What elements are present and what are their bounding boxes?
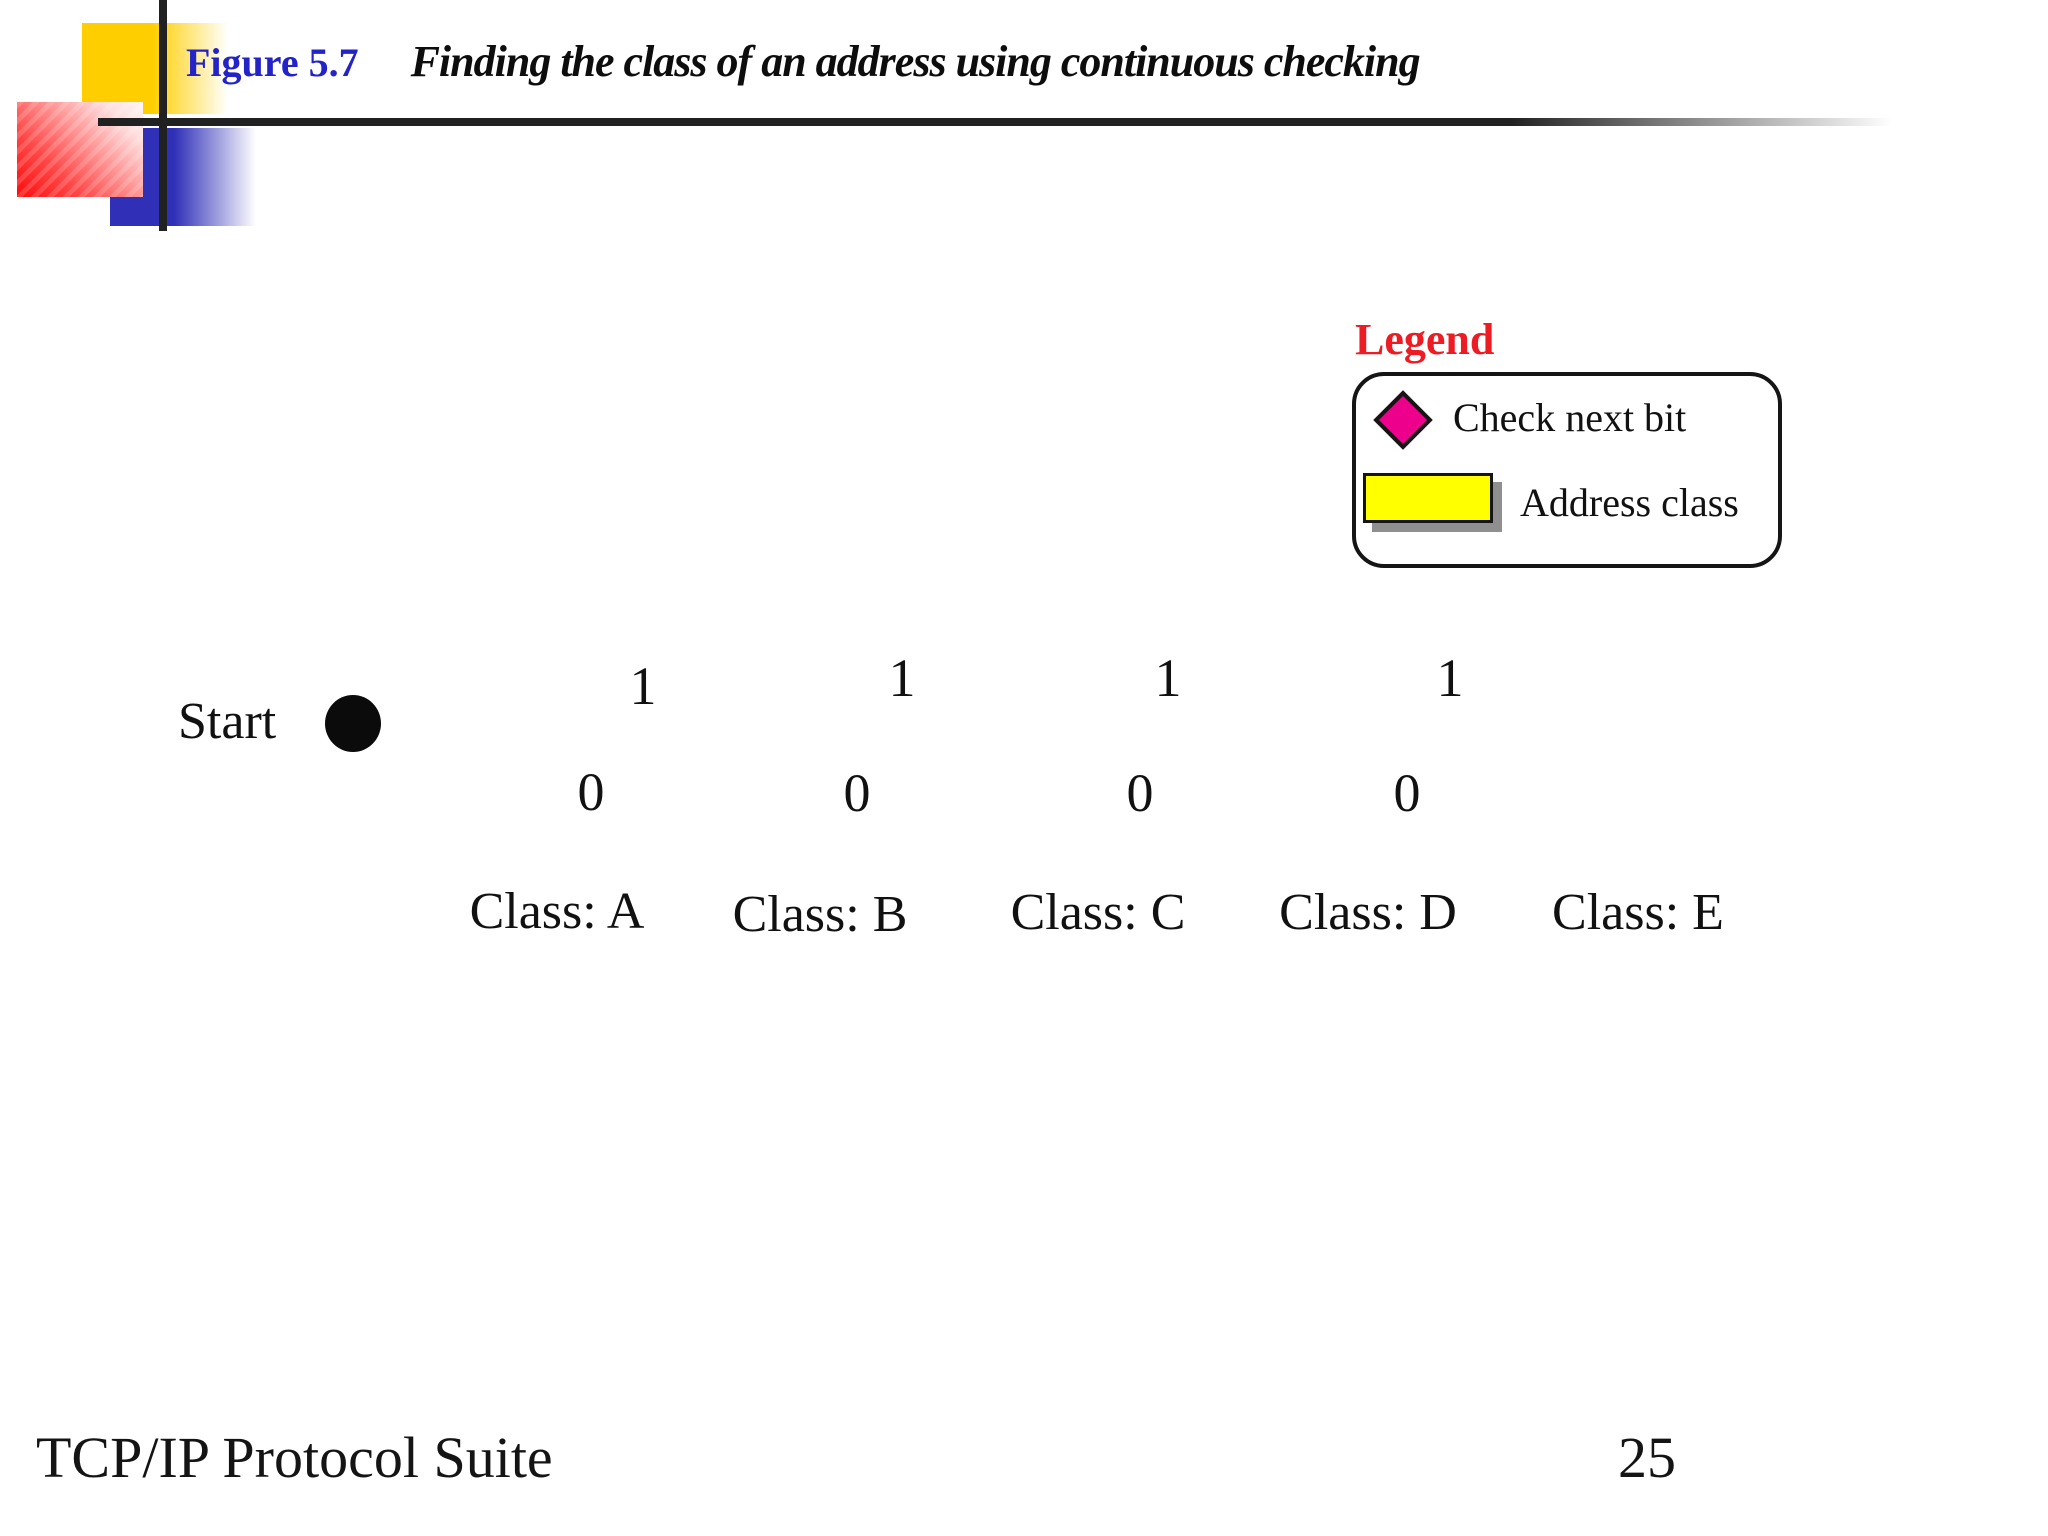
footer-book-title: TCP/IP Protocol Suite bbox=[36, 1425, 553, 1490]
legend-box: Check next bit Address class bbox=[1352, 372, 1782, 568]
bit-value-zero: 0 bbox=[577, 762, 605, 822]
check-next-bit-diamond-icon bbox=[1373, 390, 1433, 450]
header-rule-vertical bbox=[159, 0, 167, 231]
bit-value-one: 1 bbox=[629, 656, 657, 716]
header-rule-horizontal bbox=[98, 118, 1910, 126]
figure-number: Figure 5.7 bbox=[186, 40, 359, 85]
decor-red-square bbox=[17, 102, 143, 197]
class-label-c: Class: C bbox=[1010, 884, 1186, 941]
address-class-rectangle-icon bbox=[1363, 473, 1493, 523]
start-dot bbox=[325, 695, 381, 752]
figure-caption: Finding the class of an address using co… bbox=[410, 37, 1421, 86]
bit-value-one: 1 bbox=[888, 648, 916, 708]
bit-value-zero: 0 bbox=[1393, 763, 1421, 823]
header: Figure 5.7 Finding the class of an addre… bbox=[186, 36, 1421, 87]
bit-value-zero: 0 bbox=[1126, 763, 1154, 823]
bit-value-one: 1 bbox=[1154, 648, 1182, 708]
start-label: Start bbox=[178, 693, 277, 750]
legend-item-check-next-bit: Check next bit bbox=[1453, 395, 1687, 440]
class-label-d: Class: D bbox=[1279, 884, 1457, 941]
decor-yellow-square bbox=[82, 23, 228, 114]
legend-item-address-class: Address class bbox=[1520, 480, 1739, 525]
bit-value-zero: 0 bbox=[843, 763, 871, 823]
bit-value-one: 1 bbox=[1436, 648, 1464, 708]
class-label-e: Class: E bbox=[1552, 884, 1724, 941]
class-label-b: Class: B bbox=[732, 886, 908, 943]
class-label-a: Class: A bbox=[469, 883, 645, 940]
footer-page-number: 25 bbox=[1618, 1425, 1676, 1490]
legend-title: Legend bbox=[1355, 315, 1495, 364]
